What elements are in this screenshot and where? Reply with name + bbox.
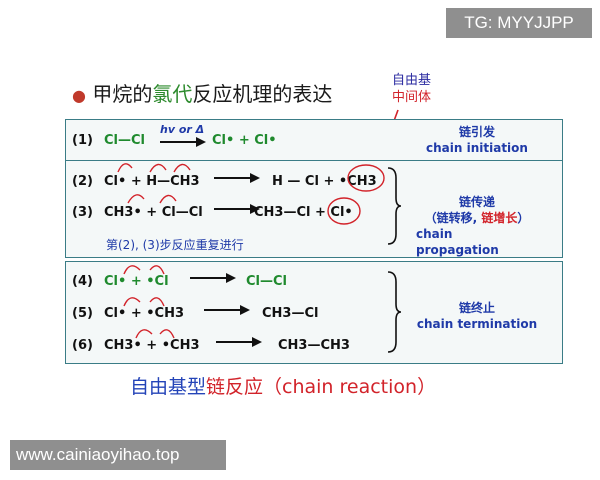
termination-brace (387, 271, 402, 353)
title-bullet: ● (72, 86, 86, 105)
reaction-3-reactants: CH3• + Cl—Cl (104, 205, 203, 220)
initiation-box (65, 119, 563, 161)
reaction-5-reactants: Cl• + •CH3 (104, 306, 185, 321)
annotation-line1: 自由基 (392, 73, 432, 88)
title-part1: 甲烷的 (92, 82, 153, 106)
reaction-6-products: CH3—CH3 (278, 338, 350, 353)
reaction-1-number: (1) (72, 133, 93, 148)
initiation-en: chain initiation (426, 141, 528, 155)
reaction-6-reactants: CH3• + •CH3 (104, 338, 200, 353)
repeat-note: 第(2), (3)步反应重复进行 (106, 238, 244, 252)
reaction-4-reactants: Cl• + •Cl (104, 274, 169, 289)
propagation-box (65, 160, 563, 258)
stage-propagation: 链传递 （链转移, 链增长） chain propagation (402, 194, 552, 258)
annotation-line2: 中间体 (392, 90, 432, 105)
reaction-6-arrow (216, 337, 262, 347)
title-highlight: 氯代 (152, 82, 193, 106)
stage-initiation: 链引发 chain initiation (402, 124, 552, 156)
reaction-3-arrow (214, 204, 260, 214)
reaction-1-arrow (160, 137, 206, 147)
propagation-en2: propagation (416, 243, 499, 257)
termination-zh: 链终止 (458, 301, 495, 315)
reaction-6-number: (6) (72, 338, 93, 353)
radical-intermediate-annotation: 自由基 中间体 (392, 72, 431, 106)
propagation-paren-close: ） (517, 211, 530, 225)
termination-box (65, 261, 563, 364)
reaction-1: (1) (72, 133, 93, 148)
footer-caption: 自由基型链反应（chain reaction） (130, 372, 436, 399)
reaction-2-reactants: Cl• + H—CH3 (104, 174, 200, 189)
propagation-brace (387, 167, 402, 245)
watermark-top: TG: MYYJJPP (446, 8, 592, 38)
propagation-paren-open: （链转移, (424, 211, 482, 225)
chlorine-radical-circle (327, 197, 361, 225)
reaction-5-number: (5) (72, 306, 93, 321)
reaction-5-arrow (204, 305, 250, 315)
footer-part1: 自由基型 (130, 376, 207, 398)
reaction-3-number: (3) (72, 205, 93, 220)
reaction-3-electron-arrows (127, 194, 177, 204)
reaction-1-reactants: Cl—Cl (104, 133, 145, 148)
reaction-4-electron-arrows (123, 265, 165, 275)
reaction-2-electron-arrows (117, 163, 191, 173)
reaction-1-products: Cl• + Cl• (212, 133, 277, 148)
stage-termination: 链终止 chain termination (402, 300, 552, 332)
reaction-4-products: Cl—Cl (246, 274, 287, 289)
propagation-zh: 链传递 (458, 195, 495, 209)
reaction-2-number: (2) (72, 174, 93, 189)
propagation-en1: chain (416, 227, 453, 241)
watermark-bottom: www.cainiaoyihao.top (10, 440, 226, 470)
propagation-zh-red: 链增长 (481, 211, 518, 225)
title-part2: 反应机理的表达 (192, 82, 333, 106)
reaction-2-arrow (214, 173, 260, 183)
termination-en: chain termination (416, 317, 538, 331)
initiation-zh: 链引发 (458, 125, 495, 139)
reaction-4-number: (4) (72, 274, 93, 289)
reaction-5-products: CH3—Cl (262, 306, 319, 321)
reaction-1-condition: hv or Δ (160, 123, 205, 136)
page-title: ● 甲烷的氯代反应机理的表达 (72, 78, 332, 107)
reaction-6-electron-arrows (135, 329, 175, 339)
reaction-4-arrow (190, 273, 236, 283)
footer-part2: 链反应（chain reaction） (206, 376, 437, 398)
reaction-5-electron-arrows (123, 297, 165, 307)
methyl-radical-circle (347, 164, 385, 192)
